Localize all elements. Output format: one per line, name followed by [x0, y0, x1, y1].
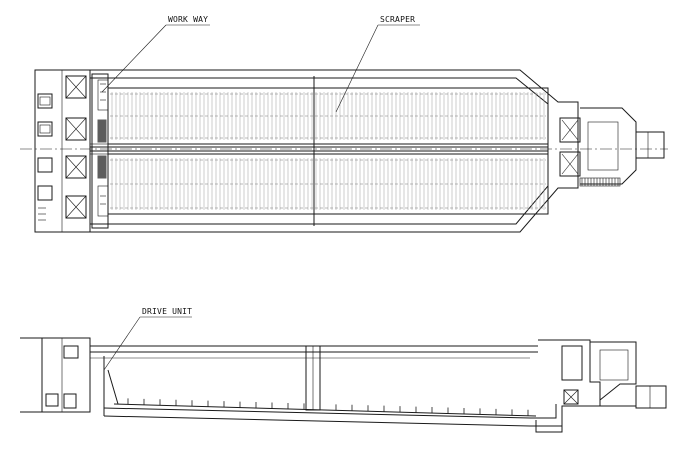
- plan-right-outlet: [559, 107, 665, 187]
- plan-work-way: [91, 73, 109, 229]
- scraper-hatch-lower: [110, 158, 546, 210]
- label-scraper: SCRAPER: [380, 15, 415, 24]
- section-floor: [103, 404, 557, 419]
- section-left-house: [41, 337, 91, 413]
- leader-drive-unit: [103, 316, 141, 371]
- plan-left-machinery: [34, 69, 91, 233]
- section-scraper-chain: [113, 403, 537, 417]
- label-drive-unit: DRIVE UNIT: [142, 307, 192, 316]
- plan-outer-wall: [34, 69, 579, 233]
- leader-work-way: [101, 24, 167, 93]
- scraper-hatch-upper: [110, 92, 546, 140]
- section-view: DRIVE UNIT: [20, 307, 667, 433]
- section-scraper-flights: [127, 398, 529, 416]
- leader-scraper: [335, 24, 379, 113]
- section-left-ground: [20, 337, 43, 413]
- plan-center-wall: [89, 143, 549, 155]
- plan-view: WORK WAY SCRAPER: [20, 15, 668, 233]
- section-outlet-pipe: [635, 385, 667, 409]
- label-work-way: WORK WAY: [168, 15, 208, 24]
